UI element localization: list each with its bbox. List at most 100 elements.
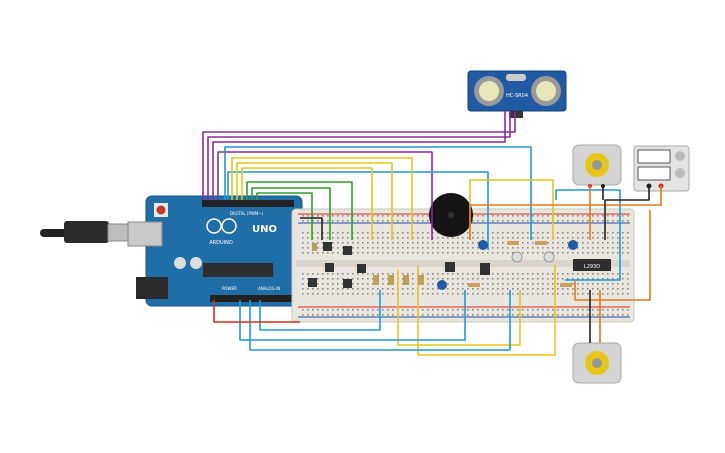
breadboard-hole [472,237,474,239]
breadboard-hole [407,247,409,249]
dc-motor-bottom [572,342,622,384]
breadboard-hole [577,232,579,234]
breadboard-hole [567,314,569,316]
breadboard-hole [467,242,469,244]
breadboard-hole [467,293,469,295]
breadboard-hole [307,273,309,275]
breadboard-hole [382,314,384,316]
breadboard-hole [402,273,404,275]
breadboard-hole [547,220,549,222]
breadboard-hole [492,283,494,285]
breadboard-hole [612,252,614,254]
breadboard-hole [502,314,504,316]
breadboard-hole [597,288,599,290]
breadboard-hole [542,247,544,249]
breadboard-hole [362,242,364,244]
breadboard-hole [457,293,459,295]
breadboard-hole [372,314,374,316]
breadboard-hole [377,247,379,249]
breadboard-hole [347,215,349,217]
breadboard-hole [527,247,529,249]
breadboard-hole [507,288,509,290]
breadboard-hole [577,237,579,239]
breadboard-hole [402,242,404,244]
breadboard-hole [627,288,629,290]
arduino-model-label: UNO [252,224,277,235]
breadboard-hole [342,237,344,239]
breadboard-hole [512,283,514,285]
breadboard-hole [527,242,529,244]
breadboard-hole [612,278,614,280]
breadboard-hole [467,247,469,249]
breadboard-hole [572,283,574,285]
breadboard-hole [472,232,474,234]
resistor [468,283,480,287]
breadboard-hole [467,273,469,275]
breadboard-hole [362,220,364,222]
breadboard-hole [332,220,334,222]
breadboard-hole [412,247,414,249]
breadboard-hole [462,283,464,285]
breadboard-hole [432,247,434,249]
breadboard-hole [367,288,369,290]
breadboard-hole [322,242,324,244]
breadboard-hole [482,309,484,311]
breadboard-hole [502,309,504,311]
arduino-digital-header-label: DIGITAL (PWM~) [230,211,264,216]
breadboard-hole [482,220,484,222]
breadboard-hole [522,278,524,280]
breadboard-hole [477,309,479,311]
breadboard-hole [302,283,304,285]
breadboard-hole [472,278,474,280]
breadboard-hole [427,232,429,234]
breadboard-hole [607,309,609,311]
breadboard-hole [452,293,454,295]
breadboard-hole [377,242,379,244]
breadboard-hole [537,309,539,311]
breadboard-hole [627,220,629,222]
breadboard-hole [407,288,409,290]
breadboard-hole [517,283,519,285]
breadboard-hole [362,232,364,234]
breadboard-hole [547,215,549,217]
breadboard-hole [337,232,339,234]
breadboard-hole [447,293,449,295]
breadboard-hole [402,247,404,249]
breadboard-hole [492,220,494,222]
push-button [308,278,317,287]
breadboard-hole [477,273,479,275]
breadboard-hole [522,273,524,275]
breadboard-hole [622,237,624,239]
breadboard-hole [512,215,514,217]
breadboard-hole [547,314,549,316]
breadboard-hole [602,309,604,311]
breadboard-hole [442,293,444,295]
breadboard-hole [372,273,374,275]
wire-yellow [397,270,521,346]
breadboard-hole [547,247,549,249]
breadboard-hole [592,242,594,244]
breadboard-hole [392,293,394,295]
breadboard-hole [427,314,429,316]
wire-purple [207,111,511,200]
breadboard-hole [557,273,559,275]
breadboard-hole [602,237,604,239]
breadboard-hole [507,232,509,234]
breadboard-hole [522,242,524,244]
breadboard-hole [402,232,404,234]
breadboard-hole [602,288,604,290]
breadboard-hole [302,288,304,290]
breadboard-hole [362,314,364,316]
motor-driver-ic [573,259,611,271]
breadboard-hole [537,288,539,290]
breadboard-hole [352,309,354,311]
breadboard-hole [367,232,369,234]
breadboard-hole [592,220,594,222]
breadboard-hole [497,242,499,244]
breadboard-hole [402,215,404,217]
breadboard-hole [597,309,599,311]
breadboard-hole [572,273,574,275]
breadboard-hole [622,288,624,290]
breadboard-hole [627,278,629,280]
breadboard-hole [307,314,309,316]
